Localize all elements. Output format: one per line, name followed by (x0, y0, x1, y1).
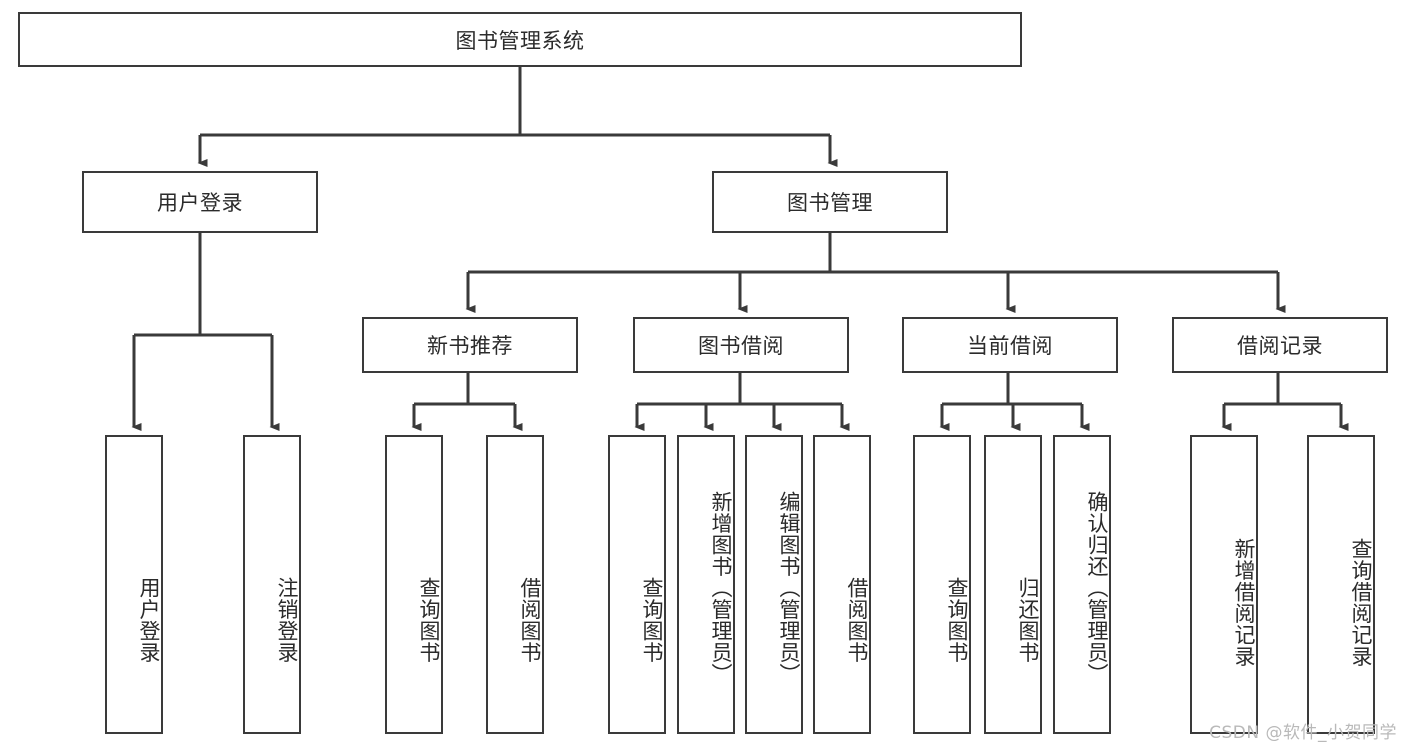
node-leaf-user-login[interactable]: 用户登录 (105, 435, 163, 734)
node-leaf-user-logout[interactable]: 注销登录 (243, 435, 301, 734)
node-leaf-query-book-3-label: 查询图书 (945, 576, 969, 663)
node-leaf-add-book[interactable]: 新增图书（管理员） (677, 435, 735, 734)
node-leaf-return-book[interactable]: 归还图书 (984, 435, 1042, 734)
node-leaf-query-record-label: 查询借阅记录 (1349, 538, 1373, 667)
node-leaf-add-record[interactable]: 新增借阅记录 (1190, 435, 1258, 734)
node-current-borrow-label: 当前借阅 (967, 334, 1053, 358)
node-root[interactable]: 图书管理系统 (18, 12, 1022, 67)
node-leaf-edit-book[interactable]: 编辑图书（管理员） (745, 435, 803, 734)
node-borrow-record[interactable]: 借阅记录 (1172, 317, 1388, 373)
node-user-login[interactable]: 用户登录 (82, 171, 318, 233)
node-leaf-borrow-book-2[interactable]: 借阅图书 (813, 435, 871, 734)
node-leaf-user-logout-label: 注销登录 (275, 576, 299, 663)
node-borrow-record-label: 借阅记录 (1237, 334, 1323, 358)
node-leaf-query-book-1[interactable]: 查询图书 (385, 435, 443, 734)
node-book-manage-label: 图书管理 (787, 191, 873, 215)
node-leaf-borrow-book-1[interactable]: 借阅图书 (486, 435, 544, 734)
node-leaf-user-login-label: 用户登录 (137, 576, 161, 663)
node-book-manage[interactable]: 图书管理 (712, 171, 948, 233)
node-leaf-query-book-3[interactable]: 查询图书 (913, 435, 971, 734)
node-new-book-recommend[interactable]: 新书推荐 (362, 317, 578, 373)
node-leaf-query-book-2-label: 查询图书 (640, 576, 664, 663)
node-book-borrow-label: 图书借阅 (698, 334, 784, 358)
node-leaf-return-book-label: 归还图书 (1016, 576, 1040, 663)
node-leaf-borrow-book-2-label: 借阅图书 (845, 576, 869, 663)
node-current-borrow[interactable]: 当前借阅 (902, 317, 1118, 373)
node-user-login-label: 用户登录 (157, 191, 243, 215)
node-leaf-add-record-label: 新增借阅记录 (1232, 538, 1256, 667)
node-leaf-query-record[interactable]: 查询借阅记录 (1307, 435, 1375, 734)
node-leaf-add-book-label: 新增图书（管理员） (709, 490, 733, 685)
node-leaf-borrow-book-1-label: 借阅图书 (518, 576, 542, 663)
node-new-book-recommend-label: 新书推荐 (427, 334, 513, 358)
node-leaf-query-book-2[interactable]: 查询图书 (608, 435, 666, 734)
node-root-label: 图书管理系统 (455, 28, 585, 53)
csdn-watermark: CSDN @软件_小贺同学 (1209, 723, 1397, 743)
node-book-borrow[interactable]: 图书借阅 (633, 317, 849, 373)
node-leaf-confirm-return-label: 确认归还（管理员） (1085, 490, 1109, 685)
node-leaf-query-book-1-label: 查询图书 (417, 576, 441, 663)
node-leaf-confirm-return[interactable]: 确认归还（管理员） (1053, 435, 1111, 734)
node-leaf-edit-book-label: 编辑图书（管理员） (777, 490, 801, 685)
